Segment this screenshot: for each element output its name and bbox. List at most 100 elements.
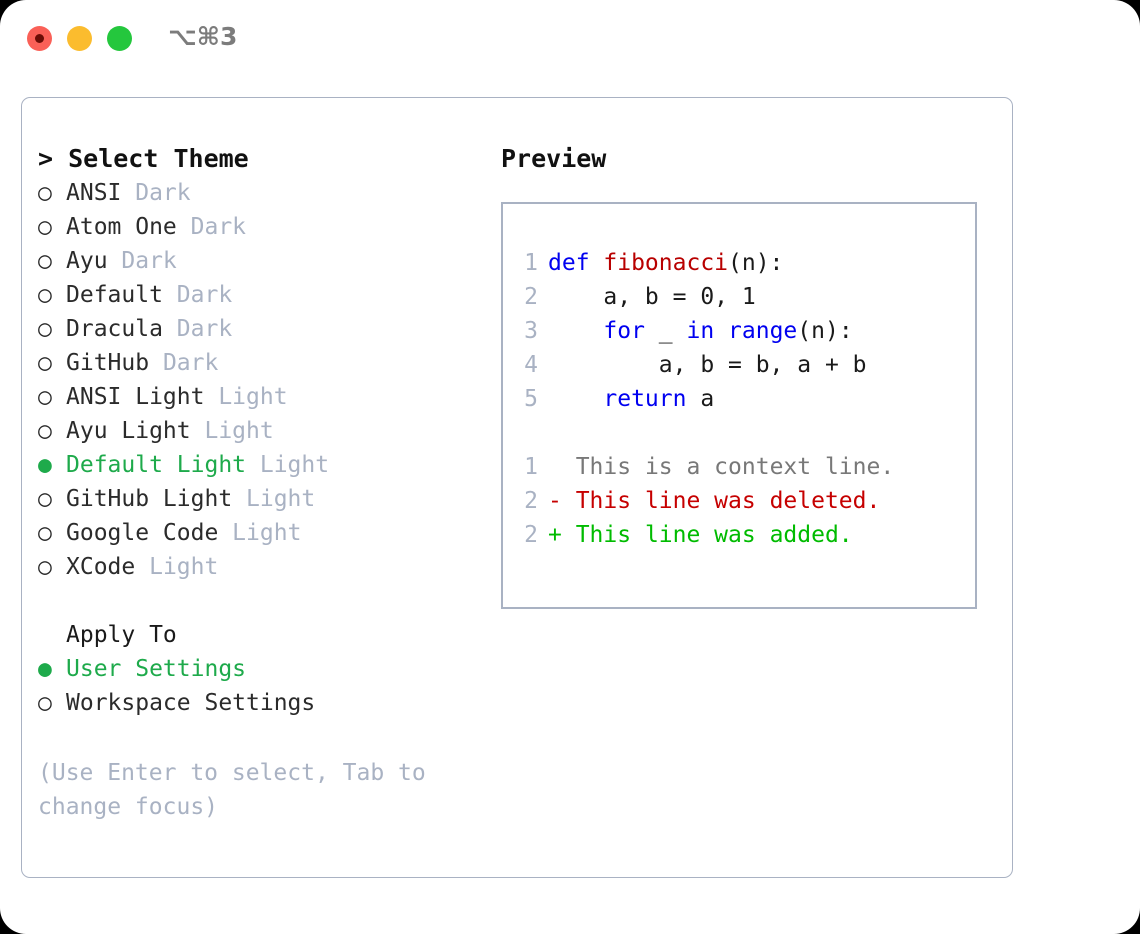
theme-option-label: Atom One <box>66 214 177 240</box>
theme-option-variant: Dark <box>121 180 191 206</box>
code-token: a, b = 0, 1 <box>548 284 756 310</box>
code-token: def <box>548 250 604 276</box>
code-token: (n): <box>797 318 853 344</box>
theme-option-github[interactable]: ○ GitHub Dark <box>38 346 478 380</box>
radio-unselected-icon: ○ <box>38 350 52 376</box>
diff-text: This line was added. <box>575 522 853 548</box>
theme-option-xcode[interactable]: ○XCode Light <box>38 550 478 584</box>
theme-option-variant: Dark <box>107 248 177 274</box>
theme-option-variant: Dark <box>149 350 219 376</box>
radio-unselected-icon: ○ <box>38 282 52 308</box>
close-traffic-light[interactable] <box>27 26 52 51</box>
theme-option-variant: Light <box>204 384 288 410</box>
line-number: 2 <box>524 488 538 514</box>
code-token: fibonacci <box>603 250 729 276</box>
list-spacer <box>38 584 478 618</box>
code-line: 3 for _ in range(n): <box>512 314 969 348</box>
code-token: return <box>603 386 687 412</box>
theme-option-variant: Dark <box>162 316 233 342</box>
diff-line: 2- This line was deleted. <box>512 484 969 518</box>
line-number: 4 <box>524 352 538 378</box>
theme-option-label: Dracula <box>66 316 163 342</box>
theme-option-default-light[interactable]: ● Default Light Light <box>38 448 478 482</box>
diff-marker <box>548 454 576 480</box>
apply-to-option-workspace-settings[interactable]: ○Workspace Settings <box>38 686 478 720</box>
help-text: (Use Enter to select, Tab to change focu… <box>38 760 426 820</box>
code-token: (n): <box>728 250 784 276</box>
code-token: in <box>686 318 715 344</box>
radio-unselected-icon: ○ <box>38 384 52 410</box>
code-token <box>548 386 603 412</box>
radio-unselected-icon: ○ <box>38 316 52 342</box>
theme-option-variant: Light <box>246 452 330 478</box>
line-number: 1 <box>524 454 538 480</box>
theme-option-dracula[interactable]: ○ Dracula Dark <box>38 312 478 346</box>
maximize-traffic-light[interactable] <box>107 26 132 51</box>
code-line: 5 return a <box>512 382 969 416</box>
code-diff-separator <box>512 416 969 450</box>
theme-option-label: ANSI <box>66 180 122 206</box>
preview-title: Preview <box>501 144 607 173</box>
line-number: 1 <box>524 250 538 276</box>
theme-option-ansi[interactable]: ○ ANSI Dark <box>38 176 478 210</box>
code-token: for <box>603 318 645 344</box>
line-number: 2 <box>524 522 538 548</box>
code-token: _ <box>644 318 687 344</box>
radio-selected-icon: ● <box>38 452 52 478</box>
theme-option-variant: Light <box>190 418 274 444</box>
diff-text: This line was deleted. <box>575 488 881 514</box>
theme-option-label: Default <box>66 282 163 308</box>
radio-unselected-icon: ○ <box>38 520 52 546</box>
theme-option-atom-one[interactable]: ○ Atom One Dark <box>38 210 478 244</box>
radio-unselected-icon: ○ <box>38 418 52 444</box>
theme-option-label: Google Code <box>66 520 219 546</box>
keyboard-shortcut-label: ⌥⌘3 <box>168 22 238 51</box>
theme-option-label: GitHub <box>66 350 150 376</box>
theme-option-variant: Dark <box>162 282 233 308</box>
radio-unselected-icon: ○ <box>38 248 52 274</box>
code-token <box>548 318 603 344</box>
diff-block: 1 This is a context line. 2- This line wa… <box>512 450 969 552</box>
diff-marker: - <box>548 488 576 514</box>
diff-text: This is a context line. <box>575 454 895 480</box>
theme-option-variant: Light <box>218 520 302 546</box>
line-number: 5 <box>524 386 538 412</box>
theme-picker-column: > Select Theme ○ANSI Dark○Atom One Dark○… <box>38 142 478 824</box>
code-token <box>714 318 728 344</box>
theme-option-ayu-light[interactable]: ○Ayu Light Light <box>38 414 478 448</box>
content-panel: > Select Theme ○ANSI Dark○Atom One Dark○… <box>21 97 1013 878</box>
theme-option-label: ANSI Light <box>66 384 205 410</box>
close-icon <box>35 34 44 43</box>
radio-unselected-icon: ○ <box>38 690 52 716</box>
theme-option-ayu[interactable]: ○Ayu Dark <box>38 244 478 278</box>
minimize-traffic-light[interactable] <box>67 26 92 51</box>
line-number: 2 <box>524 284 538 310</box>
radio-unselected-icon: ○ <box>38 214 52 240</box>
code-token: a <box>686 386 715 412</box>
apply-to-option-user-settings[interactable]: ●User Settings <box>38 652 478 686</box>
code-line: 2 a, b = 0, 1 <box>512 280 969 314</box>
theme-option-github-light[interactable]: ○GitHub Light Light <box>38 482 478 516</box>
title-bar: ⌥⌘3 <box>0 0 1140 78</box>
apply-to-header: Apply To <box>66 622 177 648</box>
theme-option-label: Default Light <box>66 452 247 478</box>
diff-line: 2 + This line was added. <box>512 518 969 552</box>
apply-to-option-label: User Settings <box>66 656 247 682</box>
theme-option-variant: Light <box>232 486 316 512</box>
theme-option-ansi-light[interactable]: ○ ANSI Light Light <box>38 380 478 414</box>
theme-option-google-code[interactable]: ○ Google Code Light <box>38 516 478 550</box>
theme-option-default[interactable]: ○ Default Dark <box>38 278 478 312</box>
code-line: 4 a, b = b, a + b <box>512 348 969 382</box>
radio-unselected-icon: ○ <box>38 554 52 580</box>
code-line: 1 def fibonacci(n): <box>512 246 969 280</box>
theme-option-variant: Dark <box>176 214 247 240</box>
radio-unselected-icon: ○ <box>38 180 52 206</box>
select-theme-header: > Select Theme <box>38 144 249 173</box>
diff-marker: + <box>548 522 576 548</box>
code-token: range <box>728 318 798 344</box>
line-number: 3 <box>524 318 538 344</box>
